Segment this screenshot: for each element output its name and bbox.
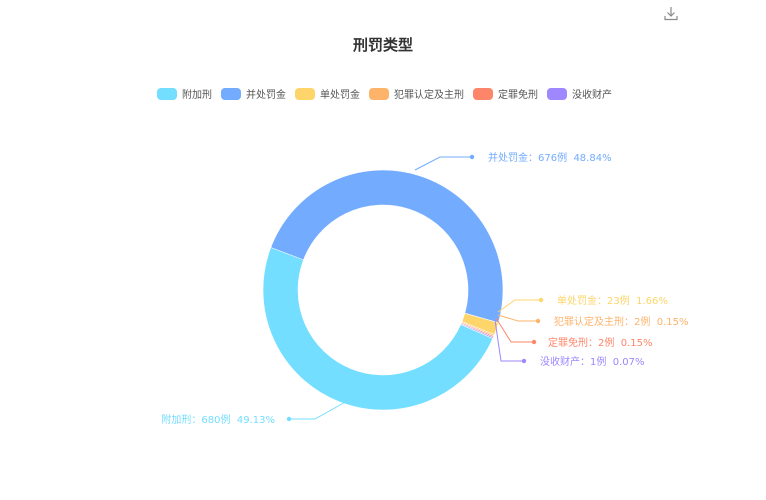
legend-label: 并处罚金 xyxy=(246,90,286,101)
leader-dot xyxy=(469,154,475,160)
legend-swatch xyxy=(547,87,567,100)
legend-item-fujia[interactable]: 附加刑 xyxy=(157,86,212,101)
legend-label: 犯罪认定及主刑 xyxy=(394,90,464,101)
donut-slices xyxy=(262,169,504,411)
leader-line xyxy=(289,399,350,420)
legend-swatch xyxy=(295,87,315,100)
slice-labels: 附加刑：680例 49.13% 并处罚金：676例 48.84% 单处罚金：23例 … xyxy=(161,151,688,426)
donut-slice[interactable] xyxy=(262,247,494,411)
legend-swatch xyxy=(369,87,389,100)
label-leader-lines xyxy=(286,154,544,422)
donut-slice[interactable] xyxy=(269,169,504,324)
chart-title: 刑罚类型 xyxy=(352,36,413,54)
slice-data-label: 定罪免刑：2例 0.15% xyxy=(548,336,653,349)
slice-data-label: 单处罚金：23例 1.66% xyxy=(557,294,668,307)
leader-dot xyxy=(538,297,544,303)
leader-line xyxy=(494,319,524,362)
download-button[interactable] xyxy=(662,5,680,23)
legend-item-danchu[interactable]: 单处罚金 xyxy=(295,86,360,101)
legend-swatch xyxy=(473,87,493,100)
leader-dot xyxy=(531,339,537,345)
slice-data-label: 附加刑：680例 49.13% xyxy=(161,413,275,426)
legend-item-dingzui[interactable]: 定罪免刑 xyxy=(473,86,538,101)
legend-swatch xyxy=(157,87,177,100)
leader-dot xyxy=(286,416,292,422)
leader-line xyxy=(497,314,538,322)
download-icon xyxy=(664,7,678,21)
slice-data-label: 犯罪认定及主刑：2例 0.15% xyxy=(554,315,689,328)
legend-label: 附加刑 xyxy=(182,90,212,101)
legend-label: 定罪免刑 xyxy=(498,90,538,101)
legend-label: 单处罚金 xyxy=(320,90,360,101)
slice-data-label: 并处罚金：676例 48.84% xyxy=(488,151,612,164)
leader-line xyxy=(414,156,472,171)
leader-dot xyxy=(535,318,541,324)
legend-label: 没收财产 xyxy=(572,90,612,101)
legend-item-bingchu[interactable]: 并处罚金 xyxy=(221,86,286,101)
leader-line xyxy=(497,299,541,313)
legend-item-moshou[interactable]: 没收财产 xyxy=(547,86,612,101)
leader-line xyxy=(495,317,534,343)
chart-legend: 附加刑 并处罚金 单处罚金 犯罪认定及主刑 定罪免刑 没收财产 xyxy=(157,86,621,101)
legend-item-fanzui[interactable]: 犯罪认定及主刑 xyxy=(369,86,464,101)
legend-swatch xyxy=(221,87,241,100)
slice-data-label: 没收财产：1例 0.07% xyxy=(540,355,645,368)
leader-dot xyxy=(521,358,527,364)
